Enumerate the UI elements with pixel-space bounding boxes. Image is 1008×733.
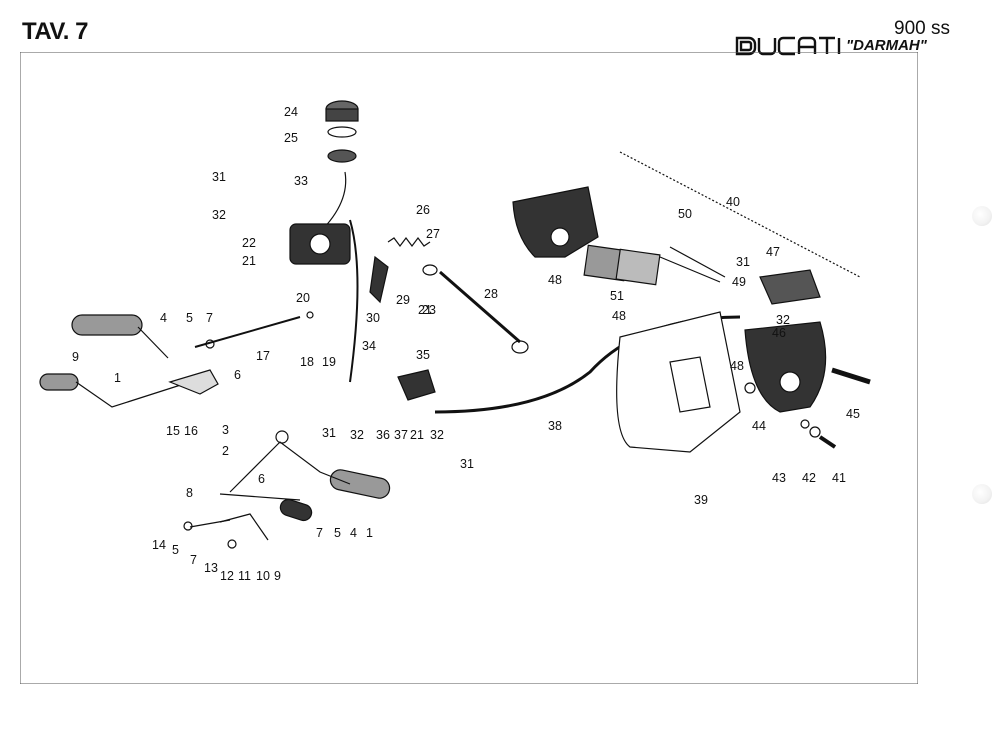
callout: 40 — [726, 195, 740, 209]
exploded-parts-diagram: 1 1 2 3 4 4 5 5 5 6 6 7 7 7 8 9 9 10 11 … — [20, 52, 918, 684]
callout: 7 — [190, 553, 197, 567]
callout: 19 — [322, 355, 336, 369]
callout: 48 — [548, 273, 562, 287]
callout: 50 — [678, 207, 692, 221]
callout: 38 — [548, 419, 562, 433]
callout: 11 — [238, 569, 251, 583]
callout: 3 — [222, 423, 229, 437]
callout: 13 — [204, 561, 218, 575]
callout: 1 — [366, 526, 373, 540]
callout: 9 — [72, 350, 79, 364]
plate-number: TAV. 7 — [22, 18, 88, 45]
callout: 25 — [284, 131, 298, 145]
callout: 22 — [242, 236, 256, 250]
callout: 23 — [422, 303, 436, 317]
callout: 6 — [234, 368, 241, 382]
callout: 51 — [610, 289, 624, 303]
diagram-frame: 1 1 2 3 4 4 5 5 5 6 6 7 7 7 8 9 9 10 11 … — [20, 52, 918, 684]
callout: 37 — [394, 428, 408, 442]
callout: 30 — [366, 311, 380, 325]
callout: 10 — [256, 569, 270, 583]
callout: 31 — [736, 255, 750, 269]
callout: 43 — [772, 471, 786, 485]
model-number: 900 ss — [894, 18, 950, 39]
callout: 15 — [166, 424, 180, 438]
callout: 39 — [694, 493, 708, 507]
callout: 34 — [362, 339, 376, 353]
callout: 47 — [766, 245, 780, 259]
callout: 48 — [730, 359, 744, 373]
callout: 6 — [258, 472, 265, 486]
binder-hole — [972, 484, 992, 504]
callout: 31 — [322, 426, 336, 440]
callout: 4 — [160, 311, 167, 325]
binder-hole — [972, 206, 992, 226]
callout: 24 — [284, 105, 298, 119]
parts-artwork — [39, 100, 871, 549]
callout: 12 — [220, 569, 234, 583]
callout: 32 — [430, 428, 444, 442]
callout: 16 — [184, 424, 198, 438]
callout: 17 — [256, 349, 270, 363]
callout: 29 — [396, 293, 410, 307]
callout: 36 — [376, 428, 390, 442]
callout: 28 — [484, 287, 498, 301]
callout: 4 — [350, 526, 357, 540]
callout: 45 — [846, 407, 860, 421]
callout: 20 — [296, 291, 310, 305]
callout: 31 — [460, 457, 474, 471]
model-variant: "DARMAH" — [846, 37, 927, 54]
callout: 27 — [426, 227, 440, 241]
callout: 7 — [206, 311, 213, 325]
callout: 31 — [212, 170, 226, 184]
callout: 14 — [152, 538, 166, 552]
callout: 21 — [418, 303, 432, 317]
callout: 35 — [416, 348, 430, 362]
callout: 32 — [350, 428, 364, 442]
callout: 1 — [114, 371, 121, 385]
callout: 44 — [752, 419, 766, 433]
callout: 41 — [832, 471, 846, 485]
callout: 5 — [334, 526, 341, 540]
callout: 46 — [772, 326, 786, 340]
callout: 5 — [186, 311, 193, 325]
callout: 32 — [212, 208, 226, 222]
callout: 2 — [222, 444, 229, 458]
callout: 7 — [316, 526, 323, 540]
callout: 21 — [242, 254, 256, 268]
callout: 18 — [300, 355, 314, 369]
callout: 49 — [732, 275, 746, 289]
callout: 9 — [274, 569, 281, 583]
callout: 26 — [416, 203, 430, 217]
callout: 21 — [410, 428, 424, 442]
callout: 48 — [612, 309, 626, 323]
brand-logo: "DARMAH" — [735, 34, 935, 58]
callout-labels: 1 1 2 3 4 4 5 5 5 6 6 7 7 7 8 9 9 10 11 … — [72, 105, 860, 583]
callout: 33 — [294, 174, 308, 188]
callout: 5 — [172, 543, 179, 557]
callout: 8 — [186, 486, 193, 500]
callout: 32 — [776, 313, 790, 327]
callout: 42 — [802, 471, 816, 485]
